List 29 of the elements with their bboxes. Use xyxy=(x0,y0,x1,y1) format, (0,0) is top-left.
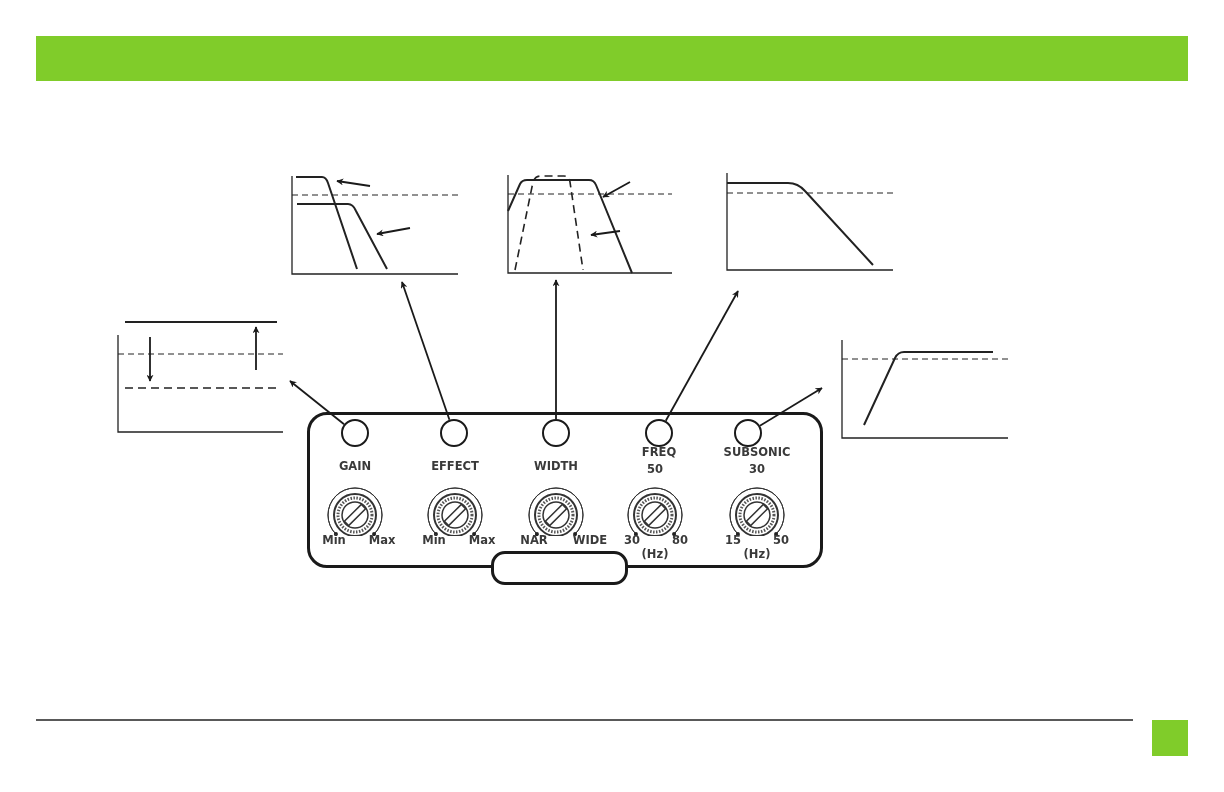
knob-label: FREQ xyxy=(641,447,677,459)
knob-label: WIDTH xyxy=(534,461,578,473)
scale-label: 50 xyxy=(647,464,663,476)
knob-label: GAIN xyxy=(338,461,372,473)
knob-label: EFFECT xyxy=(431,461,479,473)
scale-label: Max xyxy=(468,535,496,547)
scale-label: 50 xyxy=(773,535,789,547)
arrow xyxy=(759,387,823,427)
arrow xyxy=(664,290,739,422)
scale-label: (Hz) xyxy=(743,549,771,561)
scale-label: 30 xyxy=(624,535,640,547)
arrow xyxy=(289,380,345,426)
arrow xyxy=(552,279,560,420)
scale-label: 80 xyxy=(672,535,688,547)
indicator-led xyxy=(645,419,673,447)
indicator-led xyxy=(341,419,369,447)
scale-label: 30 xyxy=(749,464,765,476)
arrow xyxy=(400,281,451,421)
scale-label: Min xyxy=(422,535,446,547)
scale-label: Min xyxy=(322,535,346,547)
knob-label: SUBSONIC xyxy=(723,447,791,459)
scale-label: NAR xyxy=(520,535,548,547)
indicator-led xyxy=(734,419,762,447)
indicator-led xyxy=(440,419,468,447)
scale-label: (Hz) xyxy=(641,549,669,561)
scale-label: WIDE xyxy=(572,535,608,547)
indicator-led xyxy=(542,419,570,447)
scale-label: 15 xyxy=(725,535,741,547)
scale-label: Max xyxy=(368,535,396,547)
